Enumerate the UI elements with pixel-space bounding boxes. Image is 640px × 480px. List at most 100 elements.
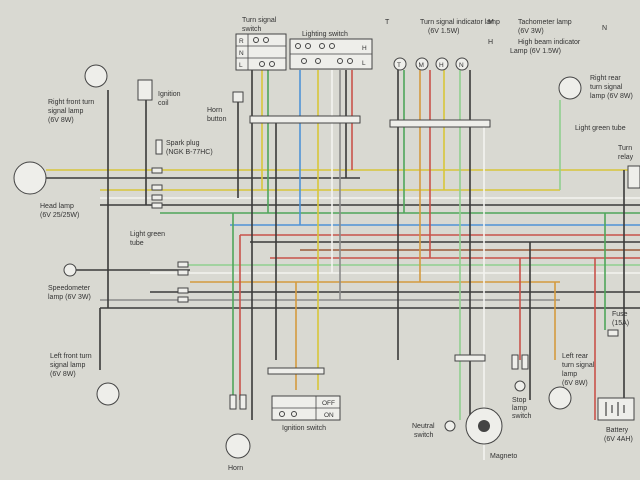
connector-6	[177, 269, 189, 276]
indicator-h-label: H	[439, 62, 444, 69]
legend-h-desc: High beam indicator	[518, 39, 581, 46]
ignition-switch: OFF ON Ignition switch	[271, 395, 341, 432]
ignition-coil-body	[137, 79, 153, 101]
spark-plug-label-1: Spark plug	[166, 140, 200, 147]
legend-m-spec: (6V 3W)	[518, 28, 544, 35]
spark-plug: Spark plug (NGK B-77HC)	[155, 139, 213, 156]
right-rear-turn-label-1: Right rear	[590, 75, 621, 82]
ignition-coil-label-2: coil	[158, 100, 169, 107]
ignition-contact-1	[279, 411, 285, 417]
horn-button-body	[232, 91, 244, 103]
ignition-switch-label: Ignition switch	[282, 425, 326, 432]
connector-1	[151, 167, 163, 174]
speedometer-label-2: lamp (6V 3W)	[48, 294, 91, 301]
indicator-t-label: T	[397, 62, 401, 69]
harness-bar-4	[267, 367, 325, 375]
turn-relay: Turn relay	[618, 145, 640, 189]
spark-plug-body	[155, 139, 163, 155]
lighting-row-l: L	[362, 60, 366, 67]
lighting-switch: Lighting switch H L	[289, 31, 373, 70]
lighting-contact-4	[329, 43, 335, 49]
right-rear-turn-label-3: lamp (6V 8W)	[590, 93, 633, 100]
turn-signal-switch-title2: switch	[242, 26, 262, 33]
lighting-contact-5	[301, 58, 307, 64]
lighting-switch-title: Lighting switch	[302, 31, 348, 38]
connector-11	[229, 394, 237, 410]
ignition-coil: Ignition coil	[137, 79, 181, 107]
lighting-contact-3	[319, 43, 325, 49]
right-front-turn-label-2: signal lamp	[48, 108, 84, 115]
turn-relay-body	[627, 165, 640, 189]
indicator-h-lamp	[435, 57, 449, 71]
turn-signal-contact-3	[259, 61, 265, 67]
legend-m-desc: Tachometer lamp	[518, 19, 572, 26]
legend-m-key: M	[488, 19, 494, 26]
connector-12	[239, 394, 247, 410]
legend-h-key: H	[488, 39, 493, 46]
harness-bar-1	[249, 115, 361, 124]
horn-button: Horn button	[207, 91, 244, 123]
turn-signal-switch: Turn signal switch R N L	[235, 17, 287, 71]
speedometer-label-1: Speedometer	[48, 285, 91, 292]
horn-button-label-2: button	[207, 116, 227, 123]
stop-lamp-label-1: Stop	[512, 397, 527, 404]
stop-lamp-label-2: lamp	[512, 405, 527, 412]
legend-h-desc2: Lamp (6V 1.5W)	[510, 48, 561, 55]
legend: T Turn signal indicator lamp (6V 1.5W) M…	[385, 19, 607, 55]
turn-relay-label-1: Turn	[618, 145, 632, 152]
lighting-contact-6	[315, 58, 321, 64]
indicator-n-lamp	[455, 57, 469, 71]
right-front-turn-label-1: Right front turn	[48, 99, 94, 106]
left-rear-turn-lamp-bulb	[548, 386, 572, 410]
stop-lamp-switch: Stop lamp switch	[512, 380, 532, 420]
head-lamp-label-2: (6V 25/25W)	[40, 212, 79, 219]
harness-bar-3	[454, 354, 486, 362]
right-rear-turn-lamp-bulb	[558, 76, 582, 100]
left-rear-turn-label-1: Left rear	[562, 353, 589, 360]
indicator-lamps: T M H N	[393, 57, 469, 71]
horn-button-label-1: Horn	[207, 107, 222, 114]
left-front-turn-label-2: signal lamp	[50, 362, 86, 369]
indicator-t-lamp	[393, 57, 407, 71]
neutral-label-2: switch	[414, 432, 434, 439]
head-lamp-label-1: Head lamp	[40, 203, 74, 210]
magneto-label: Magneto	[490, 453, 517, 460]
left-rear-turn-label-3: lamp	[562, 371, 577, 378]
spark-plug-label-2: (NGK B-77HC)	[166, 149, 213, 156]
ignition-coil-label-1: Ignition	[158, 91, 181, 98]
left-front-turn-lamp-bulb	[96, 382, 120, 406]
neutral-switch-body	[444, 420, 456, 432]
horn-label: Horn	[228, 465, 243, 472]
left-front-turn-lamp: Left front turn signal lamp (6V 8W)	[50, 353, 120, 406]
light-green-tube-left-2: tube	[130, 240, 144, 247]
right-front-turn-label-3: (6V 8W)	[48, 117, 74, 124]
connector-10	[521, 354, 529, 370]
left-front-turn-label-3: (6V 8W)	[50, 371, 76, 378]
turn-signal-contact-1	[253, 37, 259, 43]
right-rear-turn-lamp: Right rear turn signal lamp (6V 8W)	[558, 75, 633, 100]
neutral-label-1: Neutral	[412, 423, 435, 430]
magneto-core	[478, 420, 490, 432]
turn-signal-contact-4	[269, 61, 275, 67]
stop-lamp-label-3: switch	[512, 413, 532, 420]
lighting-contact-2	[305, 43, 311, 49]
head-lamp: Head lamp (6V 25/25W)	[13, 161, 79, 219]
ignition-switch-off: OFF	[322, 400, 335, 407]
turn-relay-label-2: relay	[618, 154, 634, 161]
horn: Horn	[225, 433, 251, 472]
lighting-contact-1	[295, 43, 301, 49]
indicator-n-label: N	[459, 62, 464, 69]
battery-label-2: (6V 4AH)	[604, 436, 633, 443]
light-green-tube-left-1: Light green	[130, 231, 165, 238]
battery-label-1: Battery	[606, 427, 629, 434]
battery-body	[597, 397, 635, 421]
ignition-contact-2	[291, 411, 297, 417]
turn-signal-contact-2	[263, 37, 269, 43]
wires	[46, 70, 640, 460]
connector-4	[151, 202, 163, 209]
light-green-tube-right: Light green tube	[575, 125, 626, 132]
stop-lamp-switch-body	[514, 380, 526, 392]
turn-signal-row-n: N	[239, 50, 244, 57]
lighting-contact-7	[337, 58, 343, 64]
